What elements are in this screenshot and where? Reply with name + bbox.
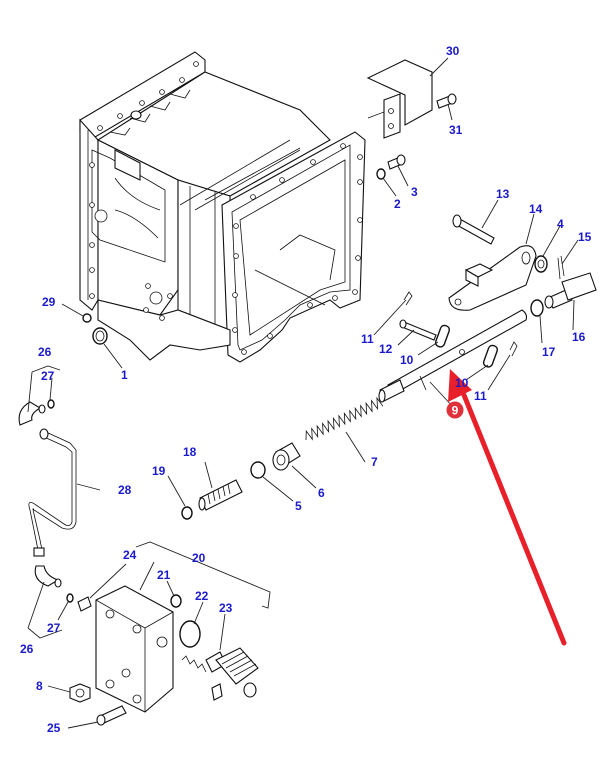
callout-4: 4 — [557, 217, 564, 231]
pin-13 — [452, 214, 495, 245]
callout-12: 12 — [379, 342, 393, 356]
callout-7: 7 — [371, 455, 378, 469]
callout-26-lower: 26 — [20, 642, 34, 656]
washer-2 — [376, 168, 386, 180]
callout-5: 5 — [295, 499, 302, 513]
o-ring-19 — [181, 506, 193, 520]
o-ring-27-lower — [66, 593, 74, 603]
callout-26-upper: 26 — [38, 345, 52, 359]
highlight-badge-label: 9 — [452, 404, 459, 418]
seal-1 — [92, 327, 108, 345]
seal-5 — [250, 461, 266, 479]
seal-29 — [82, 313, 92, 323]
flange-holes — [89, 61, 363, 355]
callout-2: 2 — [394, 197, 401, 211]
switch-16 — [544, 272, 597, 309]
callout-6: 6 — [318, 486, 325, 500]
callout-11-lower: 11 — [474, 389, 487, 403]
callout-23: 23 — [219, 601, 233, 615]
washer-4 — [534, 255, 548, 273]
callout-16: 16 — [572, 330, 586, 344]
transmission-housing — [79, 51, 366, 363]
callout-labels: 30 31 3 2 13 14 4 15 16 17 11 12 10 10 1… — [20, 44, 592, 735]
callout-20: 20 — [192, 551, 206, 565]
callout-18: 18 — [183, 445, 197, 459]
split-pin-11-lower — [509, 341, 518, 357]
elbow-26-lower — [34, 565, 62, 588]
pipe-28 — [28, 428, 77, 557]
callout-27-lower: 27 — [47, 621, 61, 635]
nut-8 — [69, 683, 91, 703]
leader-lines — [27, 57, 579, 729]
spring-7 — [305, 396, 384, 441]
callout-30: 30 — [446, 44, 460, 58]
link-10-lower — [482, 344, 499, 368]
callout-10-lower: 10 — [455, 376, 469, 390]
callout-28: 28 — [118, 483, 132, 497]
callout-14: 14 — [529, 202, 543, 216]
shaft-9 — [378, 309, 528, 403]
highlight-badge-9: 9 — [446, 401, 464, 419]
bolt-3 — [387, 154, 406, 170]
callout-25: 25 — [47, 721, 61, 735]
callout-29: 29 — [42, 295, 56, 309]
bolt-31 — [436, 93, 457, 109]
o-ring-22 — [179, 620, 201, 648]
callout-10-upper: 10 — [400, 353, 414, 367]
callout-22: 22 — [195, 589, 209, 603]
callout-1: 1 — [121, 368, 128, 382]
valve-block — [95, 585, 174, 713]
bracket-30 — [366, 59, 433, 139]
solenoid-23 — [181, 647, 259, 701]
piston-6 — [272, 442, 301, 471]
pin-12 — [399, 319, 437, 341]
bolt-25 — [96, 705, 127, 726]
elbow-26-upper — [18, 401, 46, 426]
callout-3: 3 — [411, 185, 418, 199]
callout-13: 13 — [496, 187, 510, 201]
o-ring-21 — [170, 594, 182, 608]
callout-17: 17 — [542, 345, 556, 359]
split-pin-11-upper — [403, 291, 413, 306]
plug-24 — [77, 596, 92, 612]
callout-19: 19 — [152, 464, 166, 478]
callout-24: 24 — [123, 548, 137, 562]
callout-31: 31 — [449, 123, 463, 137]
link-10-upper — [434, 324, 451, 348]
split-pin-15 — [557, 255, 565, 280]
o-ring-27-upper — [47, 399, 55, 409]
highlight-arrow — [448, 369, 567, 646]
lever-14 — [448, 245, 537, 311]
callout-27-upper: 27 — [41, 369, 55, 383]
callout-15: 15 — [578, 230, 592, 244]
callout-8: 8 — [36, 679, 43, 693]
seal-17 — [530, 299, 544, 317]
callout-21: 21 — [157, 568, 171, 582]
callout-11-upper: 11 — [361, 332, 374, 346]
plug-18 — [198, 479, 243, 511]
